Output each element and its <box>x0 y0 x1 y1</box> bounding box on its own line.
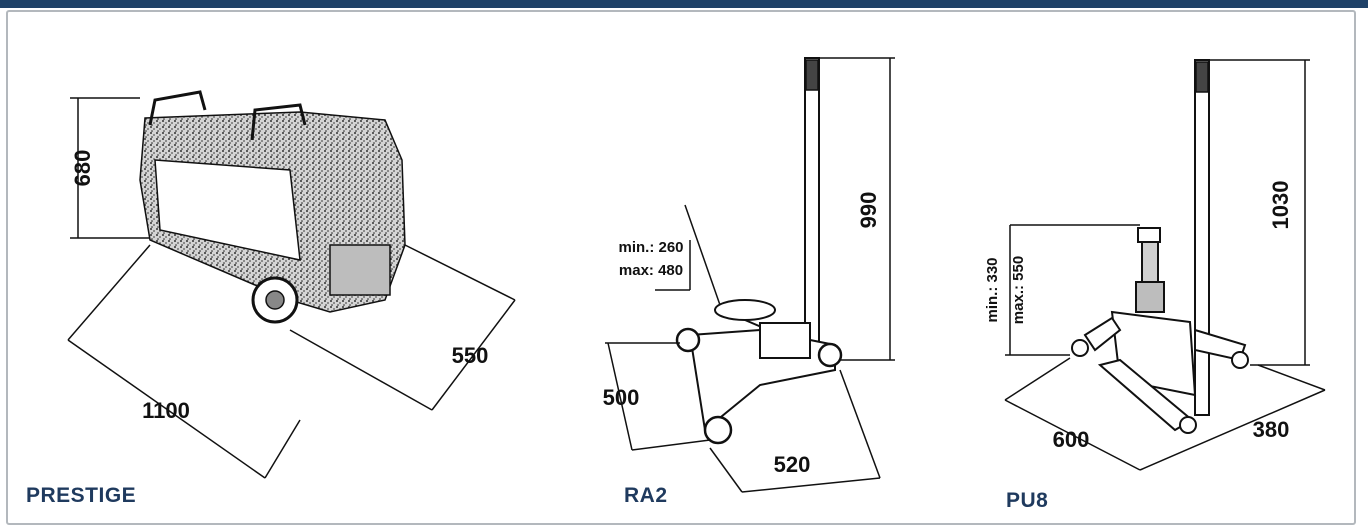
ra2-product-label: RA2 <box>624 484 668 507</box>
pu8-drawing <box>1004 59 1326 471</box>
pu8-height-label: 1030 <box>1268 181 1293 230</box>
prestige-length-label: 1100 <box>142 398 190 423</box>
prestige-width-label: 550 <box>452 343 489 368</box>
pu8-product-label: PU8 <box>1006 489 1049 512</box>
header-bar <box>0 0 1368 8</box>
ra2-width-label: 520 <box>774 452 811 477</box>
ra2-lift-max-label: max: 480 <box>619 262 683 279</box>
product-dimension-drawings: 680 1100 550 min.: 260 max: 480 990 50 <box>67 57 1326 493</box>
pu8-lift-min-label: min.: 330 <box>984 257 1001 322</box>
prestige-product-label: PRESTIGE <box>26 484 137 507</box>
ra2-lift-min-label: min.: 260 <box>618 239 683 256</box>
ra2-height-label: 990 <box>856 192 881 229</box>
prestige-height-label: 680 <box>70 150 95 187</box>
pu8-length-label: 600 <box>1053 427 1090 452</box>
pu8-lift-max-label: max.: 550 <box>1010 256 1027 324</box>
ra2-length-label: 500 <box>603 385 640 410</box>
pu8-width-label: 380 <box>1253 417 1290 442</box>
ra2-drawing <box>605 57 895 493</box>
prestige-drawing <box>67 90 516 479</box>
